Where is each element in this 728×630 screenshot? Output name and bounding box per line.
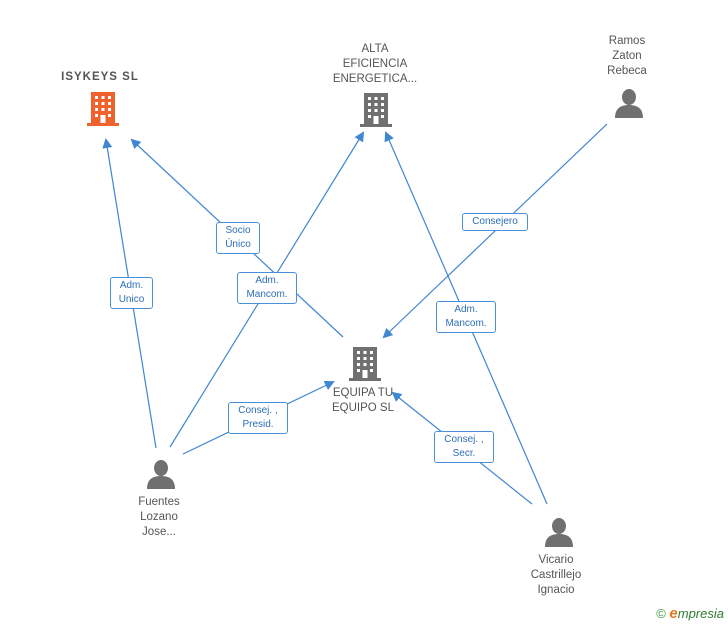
node-fuentes-line: Fuentes — [138, 496, 180, 508]
building-icon[interactable] — [86, 91, 120, 127]
edge-label-consejero: Consejero — [462, 213, 528, 231]
node-isykeys-label[interactable]: ISYKEYS SL — [40, 70, 160, 85]
person-icon[interactable] — [145, 459, 177, 489]
edge-label-line: Secr. — [452, 448, 476, 459]
brand-initial: e — [669, 605, 678, 622]
node-alta-label[interactable]: ALTA EFICIENCIA ENERGETICA... — [310, 42, 440, 87]
edge-label-socio-unico: Socio Único — [216, 222, 260, 254]
person-icon[interactable] — [613, 88, 645, 118]
node-equipa-line: EQUIPA TU — [332, 387, 394, 399]
node-alta-line: EFICIENCIA — [342, 58, 408, 70]
node-isykeys-line: ISYKEYS SL — [61, 71, 139, 83]
node-fuentes-line: Jose... — [142, 526, 176, 538]
edge-label-adm-unico: Adm. Unico — [110, 277, 153, 309]
person-icon[interactable] — [543, 517, 575, 547]
edge-label-consej-presid: Consej. , Presid. — [228, 402, 288, 434]
edge-label-adm-mancom: Adm. Mancom. — [436, 301, 496, 333]
edge-label-line: Mancom. — [246, 289, 288, 300]
node-equipa-line: EQUIPO SL — [332, 402, 394, 414]
edge-label-line: Adm. — [454, 304, 478, 315]
node-equipa-label[interactable]: EQUIPA TU EQUIPO SL — [313, 386, 413, 416]
empresia-watermark: © empresia — [656, 605, 724, 622]
node-vicario-line: Castrillejo — [530, 569, 582, 581]
node-ramos-line: Zaton — [612, 50, 642, 62]
node-vicario-label[interactable]: Vicario Castrillejo Ignacio — [510, 553, 602, 598]
edge-label-line: Consejero — [472, 216, 518, 227]
building-icon[interactable] — [359, 92, 393, 128]
building-icon[interactable] — [348, 346, 382, 382]
node-ramos-line: Rebeca — [607, 65, 647, 77]
edge-label-line: Consej. , — [238, 405, 278, 416]
edge-label-line: Único — [225, 239, 251, 250]
edge-label-line: Presid. — [242, 419, 274, 430]
node-ramos-line: Ramos — [608, 35, 646, 47]
node-vicario-line: Ignacio — [537, 584, 575, 596]
edge-label-line: Unico — [118, 294, 145, 305]
edge-label-line: Adm. — [119, 280, 144, 291]
node-fuentes-label[interactable]: Fuentes Lozano Jose... — [119, 495, 199, 540]
node-alta-line: ALTA — [361, 43, 389, 55]
node-vicario-line: Vicario — [538, 554, 574, 566]
edge-label-adm-mancom: Adm. Mancom. — [237, 272, 297, 304]
brand-name: mpresia — [677, 606, 724, 621]
edge-label-line: Socio — [225, 225, 251, 236]
edge-label-line: Mancom. — [445, 318, 487, 329]
edge-label-line: Adm. — [255, 275, 279, 286]
copyright-symbol: © — [656, 606, 666, 621]
edge-label-line: Consej. , — [444, 434, 484, 445]
node-fuentes-line: Lozano — [140, 511, 178, 523]
node-alta-line: ENERGETICA... — [332, 73, 418, 85]
node-ramos-label[interactable]: Ramos Zaton Rebeca — [587, 34, 667, 79]
edge-label-consej-secr: Consej. , Secr. — [434, 431, 494, 463]
